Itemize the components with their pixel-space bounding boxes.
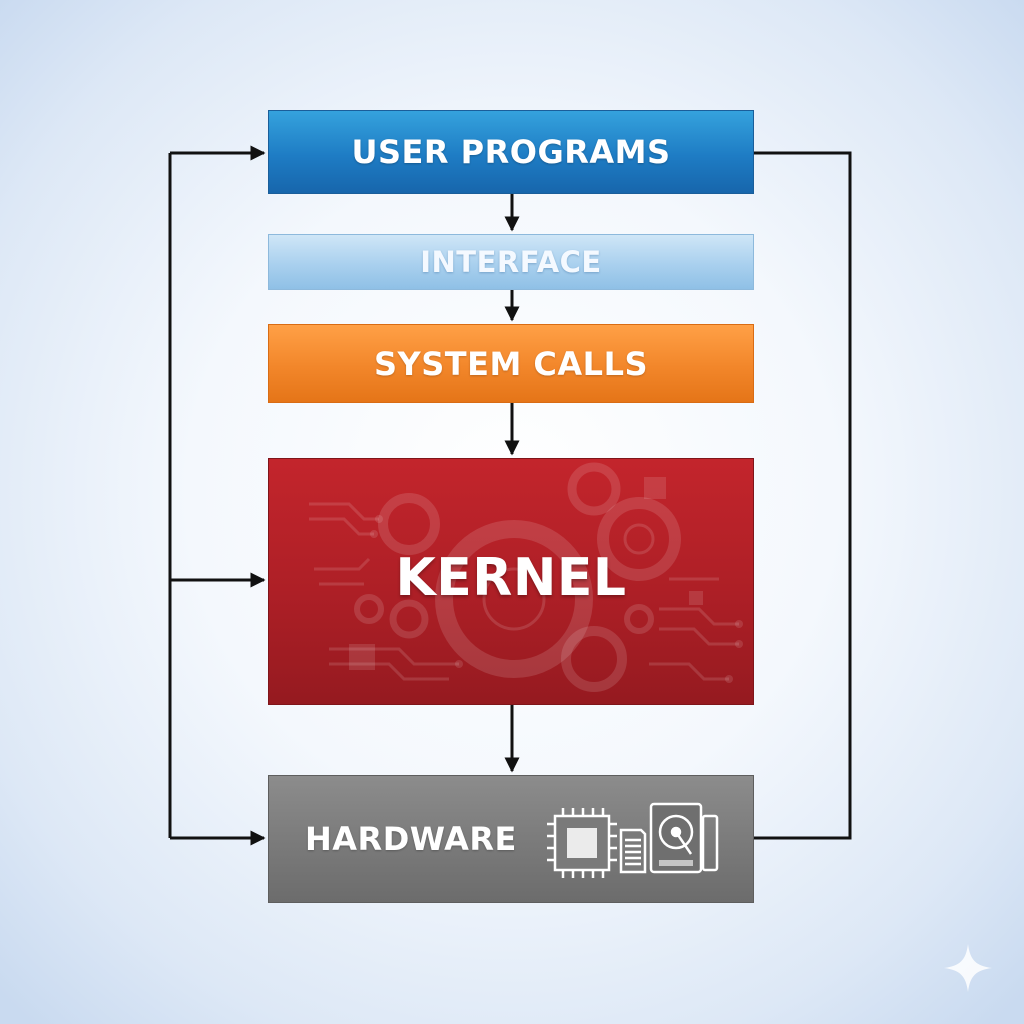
kernel-label: KERNEL xyxy=(395,547,627,608)
hard-drive-icon xyxy=(649,802,719,874)
kernel-box: KERNEL xyxy=(268,458,754,705)
user-programs-label: USER PROGRAMS xyxy=(351,133,671,171)
system-calls-box: SYSTEM CALLS xyxy=(268,324,754,403)
hardware-label: HARDWARE xyxy=(305,820,517,858)
system-calls-label: SYSTEM CALLS xyxy=(373,344,648,383)
memory-card-icon xyxy=(619,828,647,874)
right-loop-line xyxy=(754,151,852,840)
gears-circuit-icon xyxy=(309,462,743,692)
cpu-chip-icon xyxy=(547,808,617,878)
user-programs-box: USER PROGRAMS xyxy=(268,110,754,194)
hardware-box: HARDWARE xyxy=(268,775,754,903)
hardware-icons xyxy=(547,802,719,878)
interface-label: INTERFACE xyxy=(420,245,602,279)
sparkle-icon xyxy=(944,944,992,992)
interface-box: INTERFACE xyxy=(268,234,754,290)
